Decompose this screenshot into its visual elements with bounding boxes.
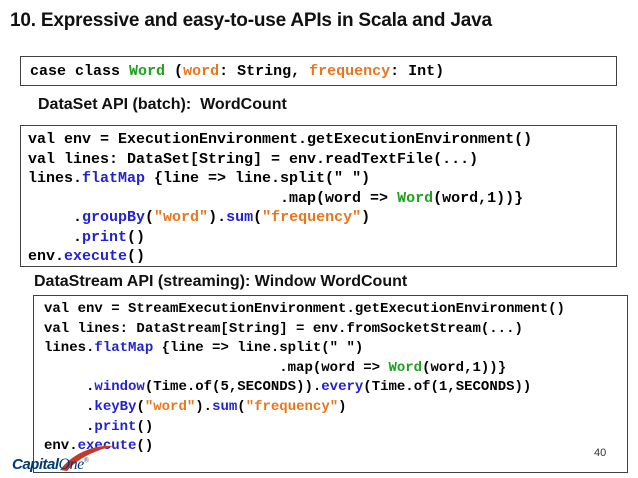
dataset-api-heading: DataSet API (batch): WordCount [38, 96, 287, 113]
case-class-code-box: case class Word (word: String, frequency… [20, 56, 617, 86]
page-number: 40 [594, 447, 607, 459]
code-line: .print() [28, 228, 146, 246]
code-line: .map(word => Word(word,1))} [28, 189, 524, 207]
logo-one-text: One [58, 456, 85, 473]
slide-title: 10. Expressive and easy-to-use APIs in S… [10, 10, 492, 31]
code-line: val env = ExecutionEnvironment.getExecut… [28, 131, 533, 148]
code-line: val env = StreamExecutionEnvironment.get… [44, 301, 565, 317]
code-line: env.execute() [28, 248, 146, 265]
datastream-code-box: val env = StreamExecutionEnvironment.get… [33, 295, 628, 473]
code-line: val lines: DataSet[String] = env.readTex… [28, 150, 479, 168]
code-line: val lines: DataStream[String] = env.from… [44, 320, 523, 337]
logo-capital-text: Capital [12, 456, 59, 473]
code-line: lines.flatMap {line => line.split(" ") [28, 170, 371, 187]
code-line: .window(Time.of(5,SECONDS)).every(Time.o… [44, 379, 532, 396]
code-line: lines.flatMap {line => line.split(" ") [44, 340, 364, 357]
code-line: case class Word (word: String, frequency… [30, 63, 445, 80]
code-line: env.execute() [44, 438, 154, 455]
code-line: .keyBy("word").sum("frequency") [44, 398, 347, 415]
code-line: .print() [44, 418, 154, 435]
capital-one-logo-text: CapitalOne® [12, 456, 89, 474]
datastream-api-heading: DataStream API (streaming): Window WordC… [34, 273, 408, 290]
code-line: .groupBy("word").sum("frequency") [28, 209, 371, 226]
code-line: .map(word => Word(word,1))} [44, 359, 507, 376]
logo-registered-mark: ® [83, 456, 89, 465]
capital-one-logo: CapitalOne® [12, 444, 122, 478]
dataset-code-box: val env = ExecutionEnvironment.getExecut… [20, 125, 617, 267]
capital-one-swoosh-icon [60, 445, 114, 471]
